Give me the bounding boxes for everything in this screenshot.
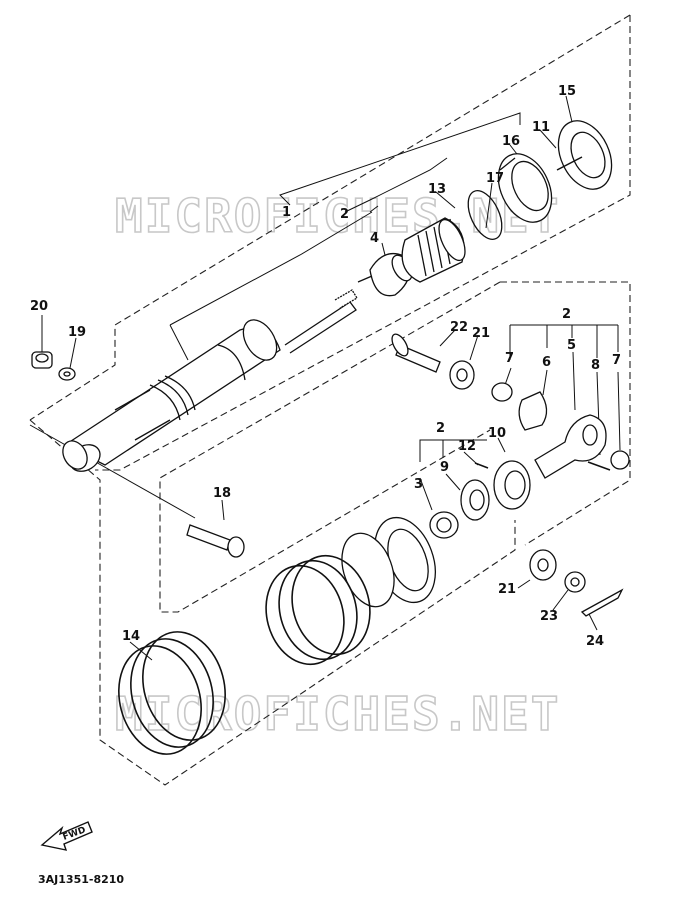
callout-14: 14	[122, 629, 140, 644]
locknut-10	[493, 460, 531, 510]
callout-9: 9	[440, 460, 449, 475]
fwd-arrow-icon: FWD	[40, 821, 93, 851]
pin-8	[587, 461, 611, 471]
callout-2-middle: 2	[436, 421, 445, 436]
callout-2: 2	[340, 207, 349, 222]
watermark-top: MICROFICHES.NET	[115, 189, 560, 243]
callout-21-top: 21	[472, 326, 490, 341]
washer-21-top	[449, 360, 475, 390]
bolt-18	[186, 524, 245, 558]
washer-19	[58, 367, 76, 381]
washer-23	[564, 571, 586, 593]
callout-10: 10	[488, 426, 506, 441]
spring-adjuster-13	[401, 217, 466, 283]
callout-23: 23	[540, 609, 558, 624]
callout-2-right: 2	[562, 307, 571, 322]
callout-22: 22	[450, 320, 468, 335]
shock-absorber-body	[62, 289, 358, 472]
spring-inner	[265, 554, 371, 666]
callout-19: 19	[68, 325, 86, 340]
part-number: 3AJ1351-8210	[38, 873, 124, 886]
collar-3	[429, 511, 459, 539]
callout-12: 12	[458, 439, 476, 454]
spring-seat-15	[557, 120, 613, 190]
callout-11: 11	[532, 120, 550, 135]
callout-labels: 1 2 13 17 16 11 15 4 20 19 22 21 2 7 6 5…	[30, 84, 621, 649]
assembly-outline-dashed	[29, 14, 631, 786]
callout-6: 6	[542, 355, 551, 370]
callout-17: 17	[486, 171, 504, 186]
callout-5: 5	[567, 338, 576, 353]
callout-7-left: 7	[505, 351, 514, 366]
callout-8: 8	[591, 358, 600, 373]
spring-seat-16	[497, 153, 553, 223]
circlip-17	[467, 190, 503, 240]
callout-7-right: 7	[612, 353, 621, 368]
callout-18: 18	[213, 486, 231, 501]
bush-7-left	[491, 382, 513, 402]
cotter-pin-24	[580, 588, 624, 617]
callout-15: 15	[558, 84, 576, 99]
callout-24: 24	[586, 634, 604, 649]
bush-7-right	[610, 450, 630, 470]
washer-21-bottom	[529, 549, 557, 581]
adjuster-ring-lower	[341, 532, 395, 608]
nut-20	[31, 351, 53, 369]
bush-6	[518, 391, 548, 431]
pin-11	[556, 156, 583, 171]
spring-14	[118, 631, 226, 755]
bolt-22	[391, 333, 441, 373]
callout-3: 3	[414, 477, 423, 492]
callout-13: 13	[428, 182, 446, 197]
pin-12	[474, 462, 489, 469]
callout-4: 4	[370, 231, 379, 246]
callout-21-bottom: 21	[498, 582, 516, 597]
callout-20: 20	[30, 299, 48, 314]
callout-16: 16	[502, 134, 520, 149]
watermark-bottom: MICROFICHES.NET	[115, 687, 560, 741]
ring-nut-9	[460, 479, 490, 521]
callout-1: 1	[282, 205, 291, 220]
leader-lines	[29, 95, 621, 661]
rod-end-5	[534, 414, 607, 479]
